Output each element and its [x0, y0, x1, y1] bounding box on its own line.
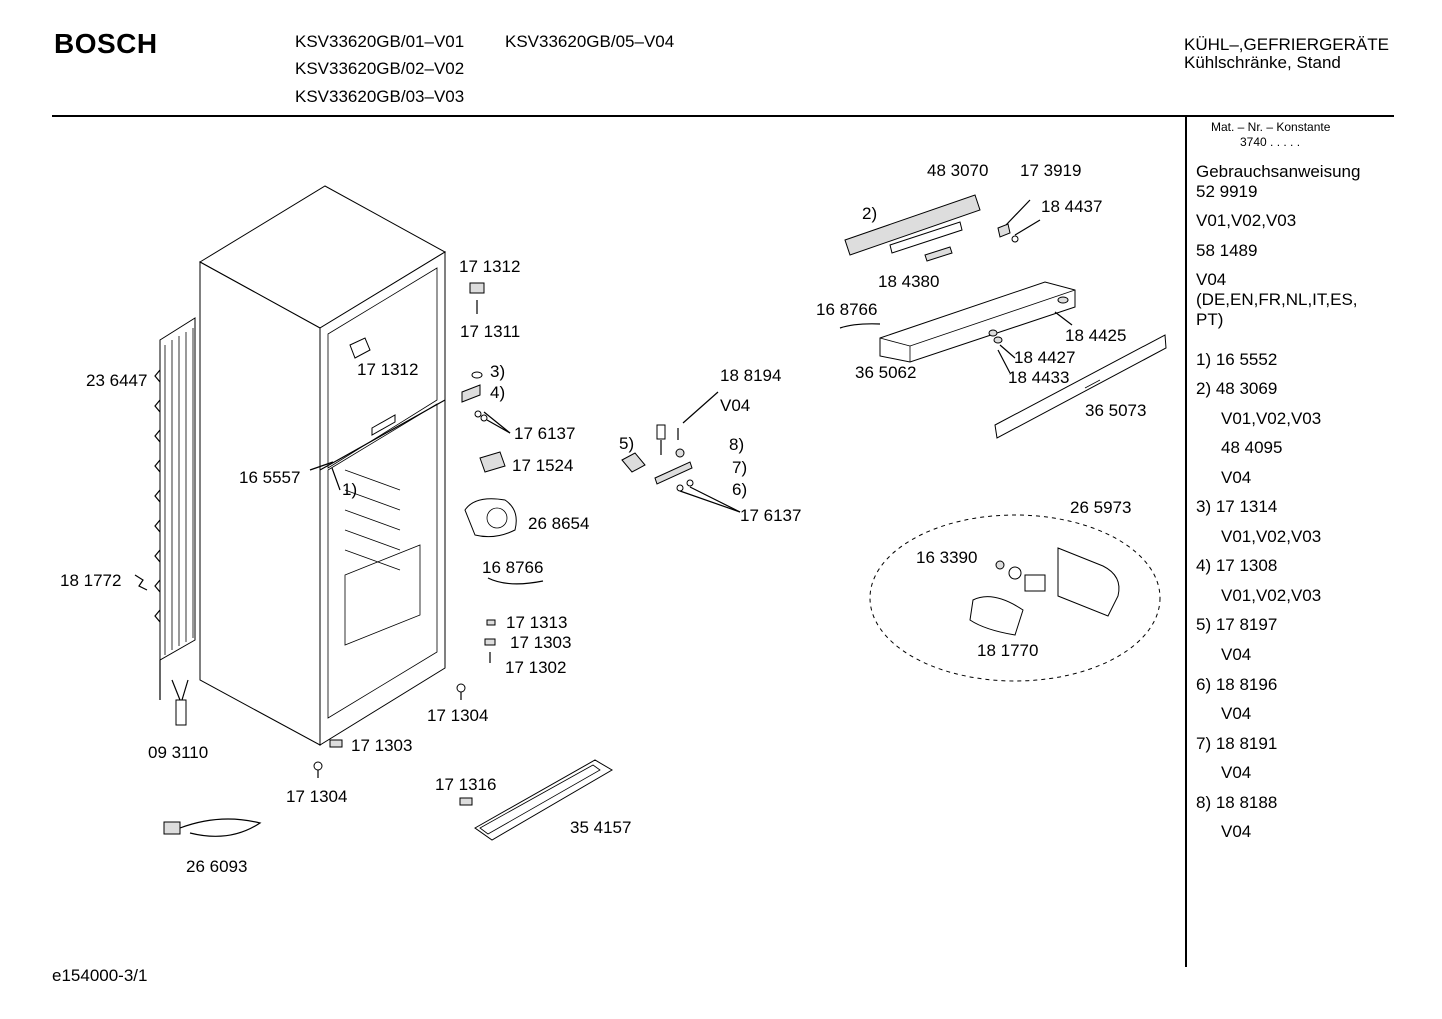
callout-label: 16 5557 — [239, 468, 300, 487]
sidebar-entry: V01,V02,V03 — [1196, 211, 1297, 230]
part-hinge-top — [469, 282, 485, 314]
callout-label: 17 1316 — [435, 775, 496, 794]
sidebar-entry: (DE,EN,FR,NL,IT,ES, — [1196, 290, 1358, 309]
sidebar-entry: V04 — [1196, 270, 1227, 289]
sidebar-entry: 2) 48 3069 — [1196, 379, 1278, 398]
part-clips — [313, 619, 496, 806]
callout-label: 17 1312 — [357, 360, 418, 379]
sidebar-entry: 1) 16 5552 — [1196, 350, 1278, 369]
callout-label: 17 1303 — [351, 736, 412, 755]
callout-label: 17 6137 — [740, 506, 801, 525]
sidebar-entry: 48 4095 — [1221, 438, 1283, 457]
callout-label: 17 1312 — [459, 257, 520, 276]
callout-label: 18 4425 — [1065, 326, 1126, 345]
callout-label: 18 4380 — [878, 272, 939, 291]
callout-label: 17 1524 — [512, 456, 573, 475]
callout-label: 17 1304 — [286, 787, 347, 806]
exploded-parts-diagram: 23 6447 16 5557 1) 18 1772 09 3110 26 60… — [60, 161, 1167, 876]
callout-label: 48 3070 — [927, 161, 988, 180]
part-sensor-cable — [487, 577, 544, 585]
brand-logo: BOSCH — [54, 28, 158, 59]
callout-label: 4) — [490, 383, 505, 402]
model-number: KSV33620GB/01–V01 — [295, 32, 465, 51]
sidebar-entry: 7) 18 8191 — [1196, 734, 1278, 753]
sidebar-entry: V01,V02,V03 — [1221, 527, 1322, 546]
model-number: KSV33620GB/05–V04 — [505, 32, 675, 51]
sidebar-entry: V04 — [1221, 822, 1252, 841]
part-lamp-detail — [869, 514, 1161, 682]
callout-label: 16 8766 — [482, 558, 543, 577]
callout-label: 26 6093 — [186, 857, 247, 876]
drawing-id: e154000-3/1 — [52, 966, 148, 985]
sidebar-entry: 8) 18 8188 — [1196, 793, 1278, 812]
callout-label: 18 4437 — [1041, 197, 1102, 216]
sidebar-entry: PT) — [1196, 310, 1224, 329]
callout-label: 26 8654 — [528, 514, 589, 533]
callout-label: 36 5062 — [855, 363, 916, 382]
callout-label: 16 8766 — [816, 300, 877, 319]
callout-label: 17 6137 — [514, 424, 575, 443]
callout-label: 23 6447 — [86, 371, 147, 390]
callout-label: 16 3390 — [916, 548, 977, 567]
category-title: KÜHL–,GEFRIERGERÄTE — [1184, 35, 1389, 54]
part-door-hinge-set — [621, 391, 741, 513]
sidebar-entry: V01,V02,V03 — [1221, 586, 1322, 605]
callout-label: 18 4427 — [1014, 348, 1075, 367]
callout-label: 26 5973 — [1070, 498, 1131, 517]
model-number: KSV33620GB/03–V03 — [295, 87, 465, 106]
part-power-cord — [163, 818, 262, 837]
part-fan-housing — [464, 498, 517, 538]
header-divider — [52, 115, 1394, 117]
sidebar-entry: V04 — [1221, 468, 1252, 487]
callout-label: 18 4433 — [1008, 368, 1069, 387]
manual-title: Gebrauchsanweisung — [1196, 162, 1361, 181]
callout-label: 18 1770 — [977, 641, 1038, 660]
part-control-panel — [839, 194, 1167, 439]
callout-lines — [309, 199, 1073, 491]
mat-nr-value: 3740 . . . . . — [1240, 135, 1301, 149]
sidebar-entry: 58 1489 — [1196, 241, 1258, 260]
part-bracket — [134, 574, 148, 591]
callout-label: 18 1772 — [60, 571, 121, 590]
callout-label: 17 1303 — [510, 633, 571, 652]
callout-label: V04 — [720, 396, 750, 415]
callout-label: 2) — [862, 204, 877, 223]
category-subtitle: Kühlschränke, Stand — [1184, 53, 1341, 72]
fridge-cabinet — [199, 185, 446, 746]
callout-label: 17 1302 — [505, 658, 566, 677]
sidebar-entry: V04 — [1221, 645, 1252, 664]
callout-label: 18 8194 — [720, 366, 781, 385]
sidebar-entry: V04 — [1221, 763, 1252, 782]
callout-label: 17 1304 — [427, 706, 488, 725]
model-number: KSV33620GB/02–V02 — [295, 59, 465, 78]
condenser-grid — [154, 317, 196, 700]
sidebar-entry: 6) 18 8196 — [1196, 675, 1278, 694]
sidebar-entry: 52 9919 — [1196, 182, 1258, 201]
callout-label: 5) — [619, 434, 634, 453]
sidebar-entry: V04 — [1221, 704, 1252, 723]
callout-label: 3) — [490, 362, 505, 381]
callout-label: 36 5073 — [1085, 401, 1146, 420]
callout-label: 17 1311 — [460, 322, 520, 341]
callout-label: 7) — [732, 458, 747, 477]
callout-label: 1) — [342, 480, 357, 499]
callout-label: 35 4157 — [570, 818, 631, 837]
sidebar-entry: 4) 17 1308 — [1196, 556, 1278, 575]
part-capacitor — [171, 679, 189, 726]
callout-label: 17 3919 — [1020, 161, 1081, 180]
callout-label: 17 1313 — [506, 613, 567, 632]
sidebar-divider — [1185, 115, 1187, 967]
callout-label: 8) — [729, 435, 744, 454]
part-washer — [461, 371, 511, 434]
part-door-shelf-handle — [474, 759, 613, 841]
part-control-box — [479, 451, 506, 473]
sidebar-entry: 3) 17 1314 — [1196, 497, 1278, 516]
callout-label: 09 3110 — [148, 743, 208, 762]
sidebar-entry: 5) 17 8197 — [1196, 615, 1278, 634]
callout-label: 6) — [732, 480, 747, 499]
callout-labels: 23 6447 16 5557 1) 18 1772 09 3110 26 60… — [60, 161, 1146, 876]
sidebar-entry: V01,V02,V03 — [1221, 409, 1322, 428]
mat-nr-label: Mat. – Nr. – Konstante — [1211, 120, 1331, 134]
